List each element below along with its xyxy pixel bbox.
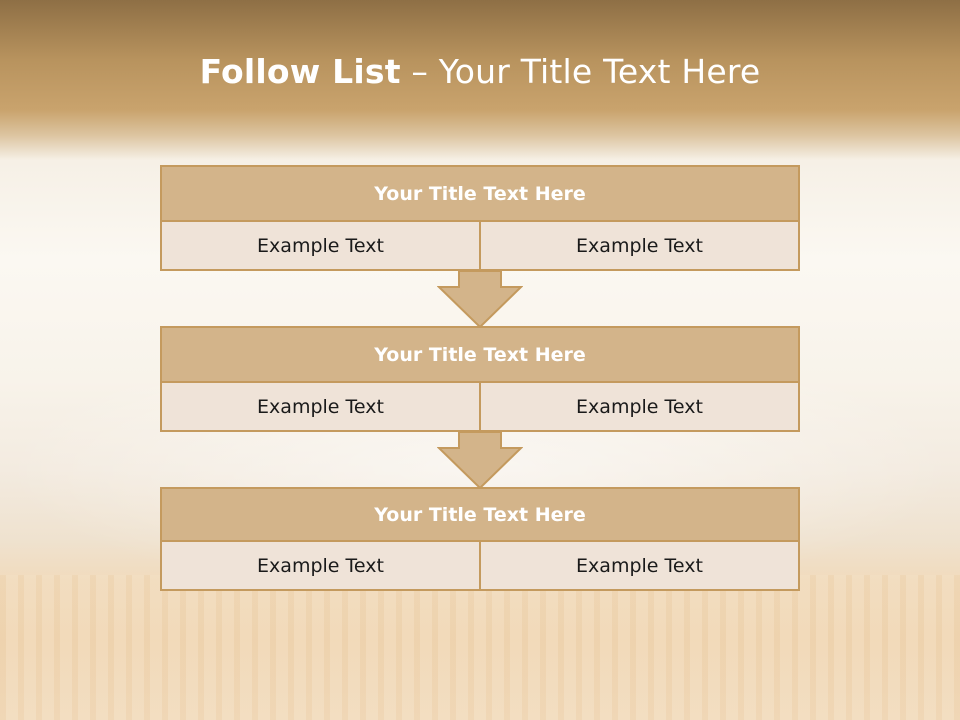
block-cell-left: Example Text bbox=[160, 542, 481, 591]
block-cell-right: Example Text bbox=[481, 222, 800, 271]
block-title: Your Title Text Here bbox=[160, 326, 800, 383]
slide-title: Follow List – Your Title Text Here bbox=[0, 52, 960, 91]
down-arrow-icon bbox=[437, 271, 523, 329]
block-title: Your Title Text Here bbox=[160, 165, 800, 222]
block-cell-left: Example Text bbox=[160, 383, 481, 432]
list-block-1: Your Title Text Here Example Text Exampl… bbox=[160, 165, 800, 271]
list-block-3: Your Title Text Here Example Text Exampl… bbox=[160, 487, 800, 591]
block-row: Example Text Example Text bbox=[160, 222, 800, 271]
slide-title-rest: – Your Title Text Here bbox=[400, 52, 761, 91]
down-arrow-icon bbox=[437, 432, 523, 490]
block-row: Example Text Example Text bbox=[160, 383, 800, 432]
block-row: Example Text Example Text bbox=[160, 542, 800, 591]
block-cell-right: Example Text bbox=[481, 383, 800, 432]
block-title: Your Title Text Here bbox=[160, 487, 800, 542]
glass-texture bbox=[0, 575, 960, 720]
slide-title-bold: Follow List bbox=[199, 52, 401, 91]
block-cell-right: Example Text bbox=[481, 542, 800, 591]
block-cell-left: Example Text bbox=[160, 222, 481, 271]
list-block-2: Your Title Text Here Example Text Exampl… bbox=[160, 326, 800, 432]
